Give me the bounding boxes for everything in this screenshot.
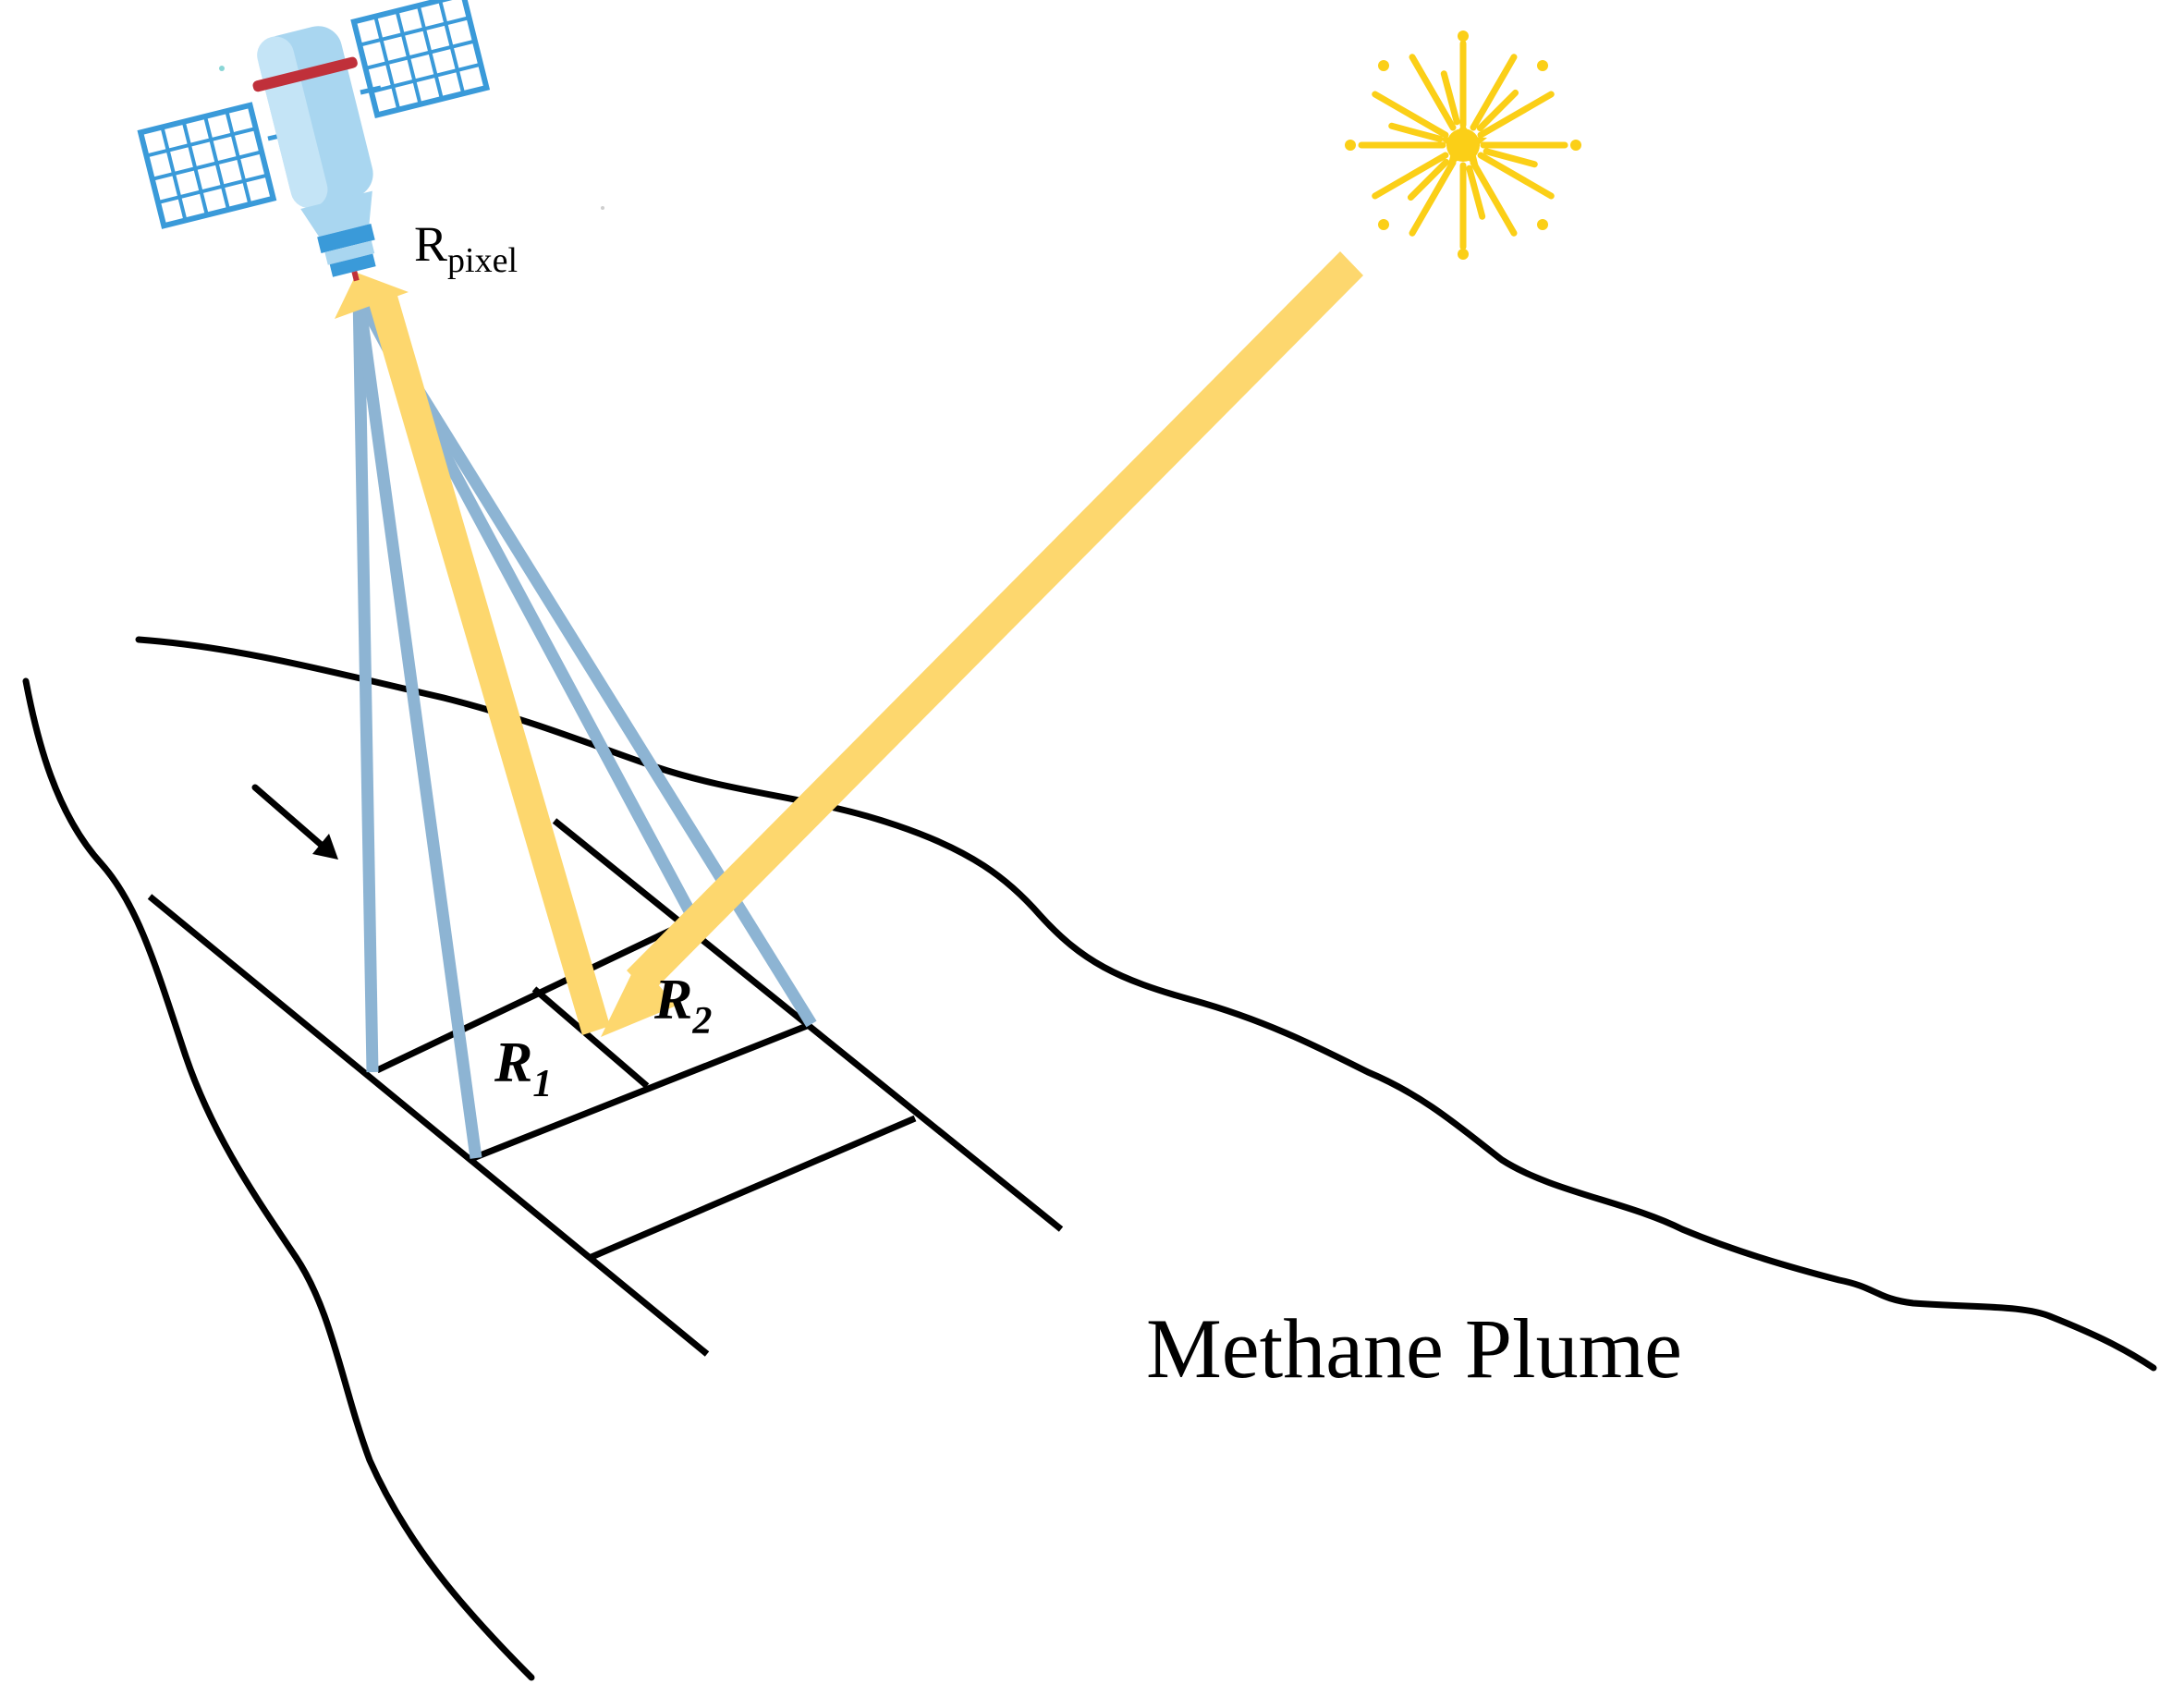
methane-plume-label: Methane Plume: [1146, 1301, 1682, 1396]
view-beam: [352, 293, 482, 1159]
incoming-sunlight-ray: [627, 251, 1363, 994]
sun-icon: [1345, 30, 1581, 260]
region-2-label: R2: [653, 969, 712, 1043]
grid-row-2: [471, 1020, 813, 1162]
plume-lower-boundary: [22, 677, 535, 1681]
region-2-main: R: [653, 969, 692, 1031]
right-solar-panel: [350, 0, 491, 119]
region-1-subscript: 1: [532, 1063, 552, 1105]
region-1-main: R: [494, 1031, 532, 1094]
pixel-grid: [147, 818, 1064, 1357]
view-beam: [352, 293, 379, 1073]
plume-upper-boundary: [135, 636, 2157, 1372]
reflected-sunlight-ray: [367, 289, 610, 1035]
incoming-sunlight-arrowhead: [601, 961, 677, 1037]
sensor-radiance-main: R: [414, 216, 447, 272]
region-1-label: R1: [494, 1031, 552, 1105]
region-2-subscript: 2: [691, 1000, 712, 1043]
svg-text:Rpixel: Rpixel: [414, 216, 518, 280]
left-solar-panel: [137, 102, 277, 229]
grid-row-3: [590, 1115, 917, 1261]
svg-text:R1: R1: [494, 1031, 552, 1105]
sunlight-path: [335, 251, 1363, 1037]
sensor-radiance-label: Rpixel: [414, 216, 518, 280]
grid-rail-left: [147, 894, 710, 1357]
grid-pixel-divider: [531, 986, 650, 1089]
grid-row-1: [375, 916, 695, 1074]
arrow-icon: [251, 784, 338, 860]
satellite-icon: [137, 0, 604, 282]
svg-text:R2: R2: [653, 969, 712, 1043]
sensor-radiance-subscript: pixel: [447, 241, 518, 280]
reflected-sunlight-arrowhead: [335, 273, 409, 319]
methane-plume-outline: [22, 636, 2157, 1681]
